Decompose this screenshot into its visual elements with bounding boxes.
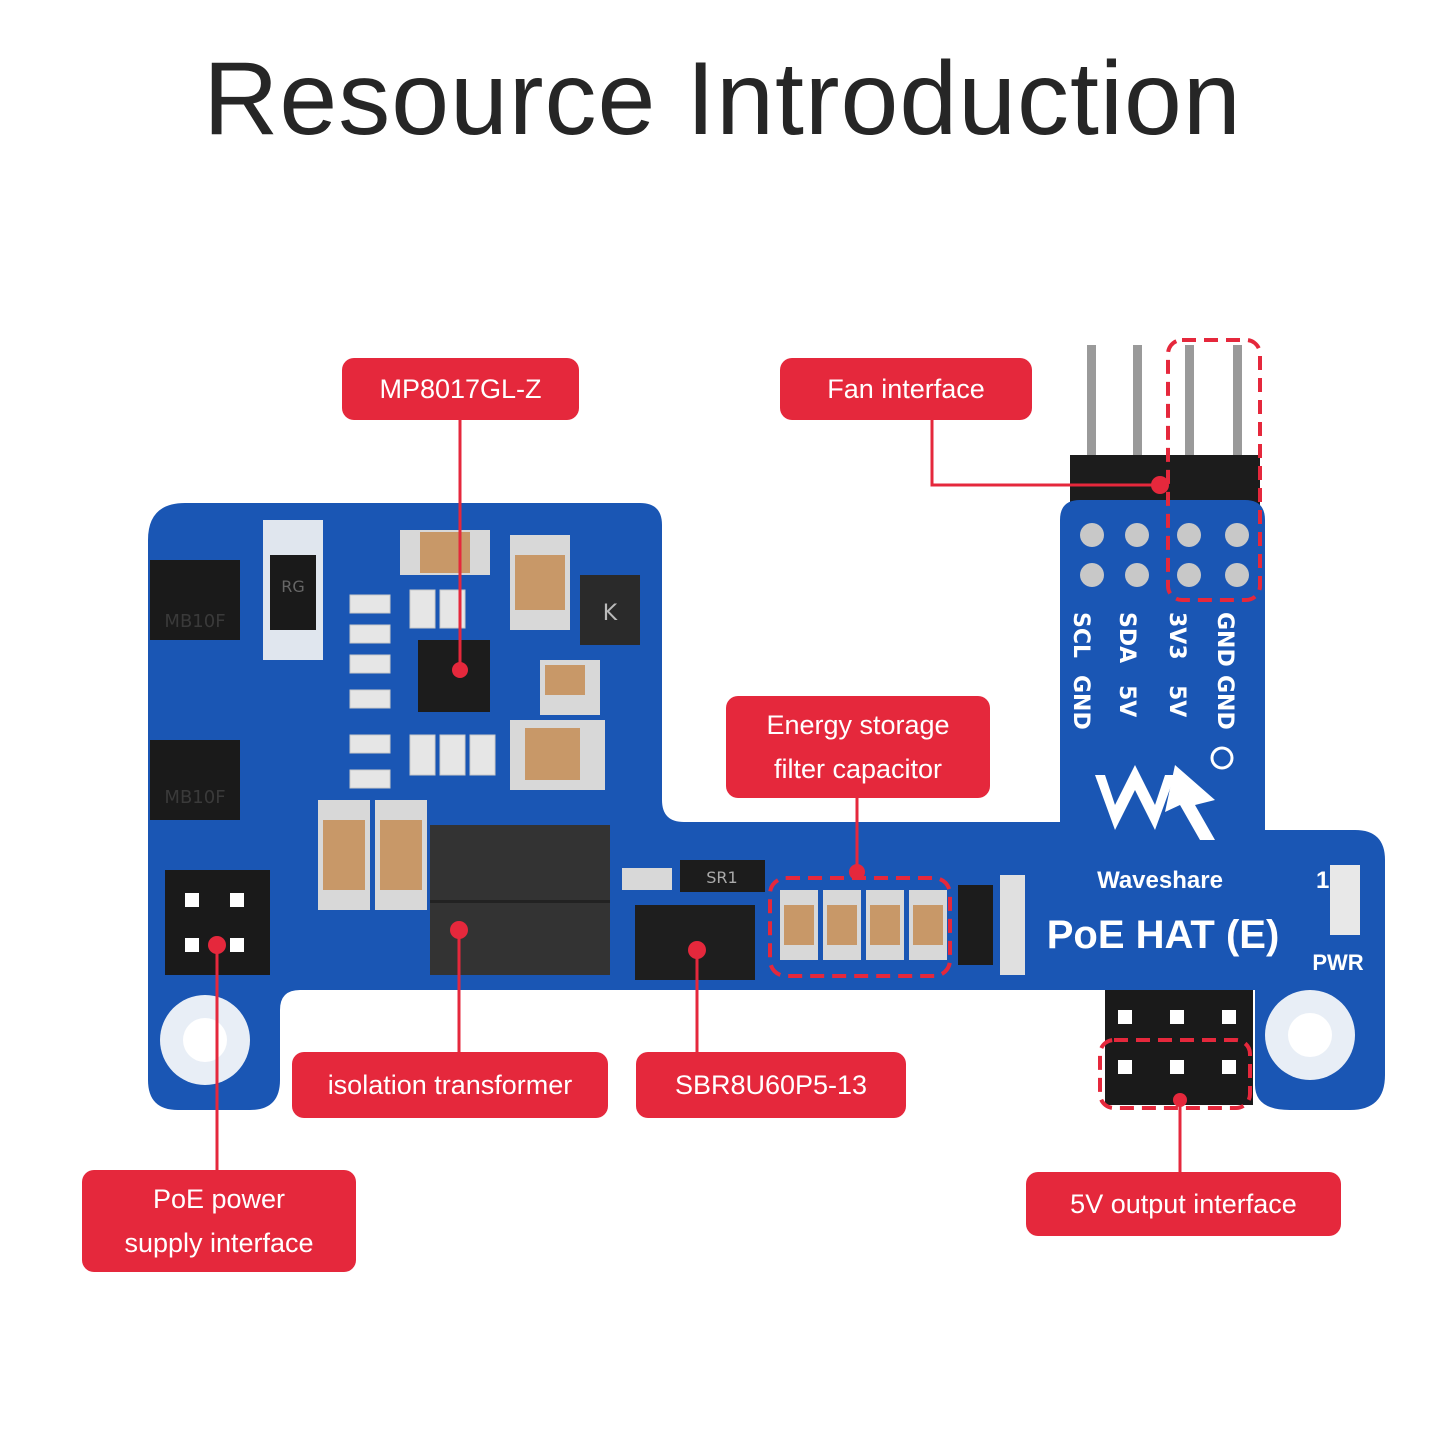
callout-energy-storage: Energy storage filter capacitor: [726, 696, 990, 798]
callout-isolation-transformer: isolation transformer: [292, 1052, 608, 1118]
pin-label-gnd-2: GND: [1212, 675, 1237, 730]
pin-label-gnd-top: GND: [1212, 612, 1237, 667]
inductor-k: [580, 575, 640, 645]
callout-5v-output: 5V output interface: [1026, 1172, 1341, 1236]
pwr-led: [1330, 865, 1360, 935]
pin-label-5v-1: 5V: [1114, 685, 1139, 717]
fan-header-pads: [1080, 523, 1249, 587]
mp8017-chip: [418, 640, 490, 712]
svg-text:RG: RG: [281, 577, 305, 596]
passive-components: [349, 589, 496, 789]
callout-poe-power: PoE power supply interface: [82, 1170, 356, 1272]
pin-label-scl: SCL: [1068, 612, 1093, 658]
pin-label-5v-2: 5V: [1164, 685, 1189, 717]
output-highlight: [1098, 1038, 1252, 1110]
pin-label-gnd-1: GND: [1068, 675, 1093, 730]
brand-label: Waveshare: [1097, 867, 1223, 894]
bridge-rectifier-1: [150, 560, 240, 640]
output-header: [1105, 990, 1253, 1105]
callout-fan-interface: Fan interface: [780, 358, 1032, 420]
fan-header-pins: [1087, 345, 1242, 465]
bridge-rectifier-2: [150, 740, 240, 820]
svg-text:1: 1: [1316, 867, 1329, 894]
callout-mp8017: MP8017GL-Z: [342, 358, 579, 420]
pwr-label: PWR: [1312, 950, 1363, 975]
fan-highlight: [1166, 338, 1262, 602]
pin-label-sda: SDA: [1114, 612, 1139, 663]
filter-capacitors: [780, 890, 947, 960]
pin-label-3v3: 3V3: [1164, 612, 1189, 660]
leader-lines: [215, 420, 1182, 1172]
svg-text:MB10F: MB10F: [164, 787, 225, 808]
waveshare-logo-icon: [1095, 746, 1234, 840]
svg-text:MB10F: MB10F: [164, 611, 225, 632]
callout-sbr-diode: SBR8U60P5-13: [636, 1052, 906, 1118]
model-label: PoE HAT (E): [1047, 913, 1280, 957]
svg-text:SR1: SR1: [706, 868, 737, 887]
svg-text:K: K: [603, 601, 618, 626]
page-title: Resource Introduction: [203, 41, 1242, 157]
